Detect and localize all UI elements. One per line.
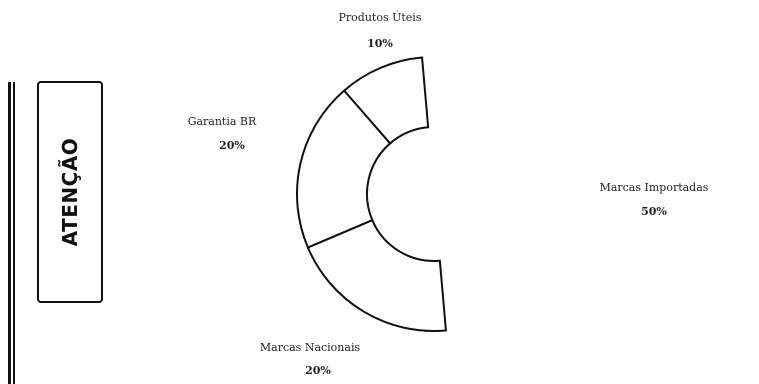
slice-label: Marcas Importadas [600, 181, 709, 194]
warning-box: ATENÇÃO [37, 81, 103, 303]
slice-value-label: 20% [305, 364, 331, 377]
slice-label: Marcas Nacionais [260, 341, 361, 354]
slice-value-label: 20% [219, 139, 245, 152]
slice-garantia-br [296, 89, 392, 249]
left-border-line-inner [13, 82, 15, 384]
slice-value-label: 50% [641, 205, 667, 218]
slice-label: Garantia BR [188, 115, 257, 128]
left-border-line [8, 82, 11, 384]
slice-labels: Produtos Úteis 10% Garantia BR 20% Marcas Na… [188, 10, 709, 377]
slice-marcas-importadas [422, 57, 571, 330]
donut-slices [296, 56, 571, 332]
slice-label: Produtos Úteis [339, 10, 422, 24]
slice-marcas-nacionais [306, 218, 448, 332]
slice-value-label: 10% [367, 37, 393, 50]
